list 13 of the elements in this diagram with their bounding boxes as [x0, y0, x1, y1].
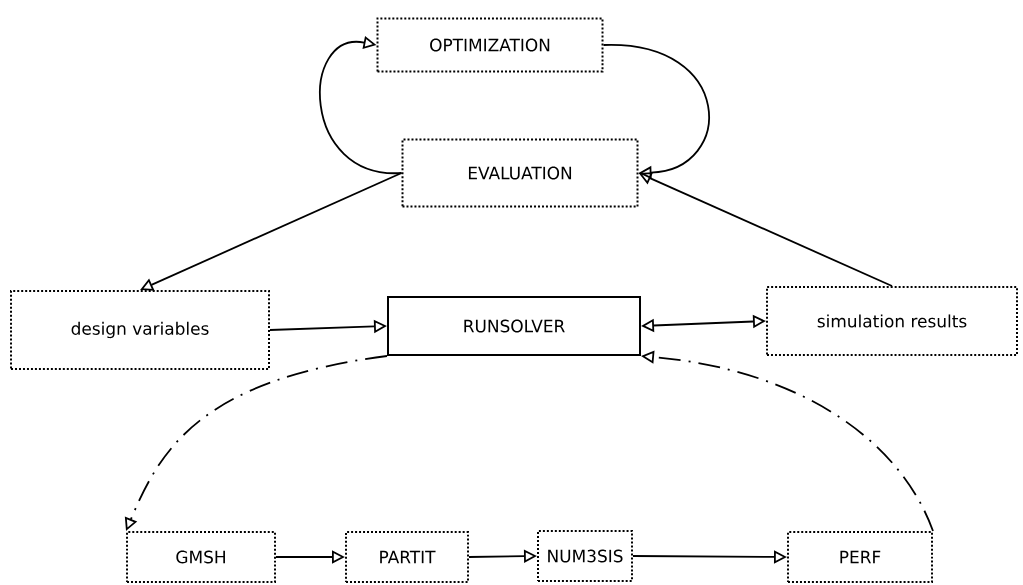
dotted-box: simulation results — [766, 286, 1018, 356]
dotted-box: design variables — [10, 290, 270, 370]
dotted-box: PARTIT — [345, 531, 469, 583]
dotted-box: GMSH — [126, 531, 276, 583]
dotted-box: EVALUATION — [401, 138, 639, 208]
arrow — [140, 172, 403, 291]
dotted-box: NUM3SIS — [537, 530, 633, 582]
arrow — [602, 44, 710, 180]
arrow — [124, 355, 388, 531]
dotted-box: PERF — [787, 531, 933, 583]
process-box: RUNSOLVER — [387, 296, 641, 356]
dotted-box: OPTIMIZATION — [376, 17, 604, 73]
arrow — [319, 35, 403, 174]
